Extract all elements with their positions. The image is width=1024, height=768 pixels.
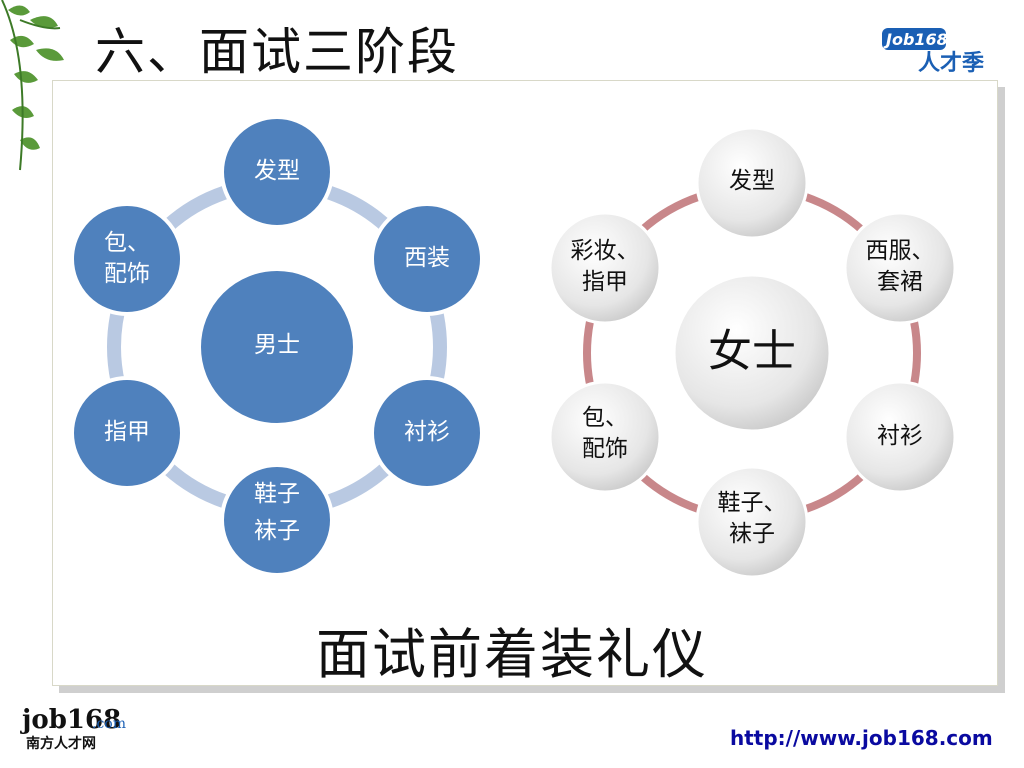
footer-logo-sub: 南方人才网: [26, 735, 96, 752]
men-node-shirt: [370, 376, 484, 490]
footer-logo-dotcom: .com: [92, 716, 126, 732]
men-node-nails: [70, 376, 184, 490]
women-center-node: [672, 273, 832, 433]
caption-attire-etiquette: 面试前着装礼仪: [316, 623, 708, 686]
job168-logo-icon: job168 .com 南方人才网: [20, 705, 126, 752]
women-label-0: 发型: [729, 168, 775, 194]
women-label-4: 包、 配饰: [582, 405, 628, 463]
men-center-label: 男士: [254, 332, 300, 358]
brand-logo-main: Job168: [883, 30, 948, 49]
women-node-shoes-socks: [695, 465, 809, 579]
women-label-2: 衬衫: [877, 423, 923, 449]
women-label-1: 西服、 套裙: [865, 238, 935, 296]
men-label-4: 指甲: [104, 419, 150, 445]
men-node-shoes-socks: [220, 463, 334, 577]
women-label-5: 彩妆、 指甲: [570, 238, 640, 296]
women-label-3: 鞋子、 袜子: [717, 490, 787, 548]
brand-logo-sub: 人才季: [918, 50, 984, 74]
men-label-3: 鞋子 袜子: [254, 481, 300, 544]
men-node-suit: [370, 202, 484, 316]
leaf-decoration-icon: [1, 0, 64, 171]
women-center-label: 女士: [708, 326, 796, 377]
women-node-shirt: [843, 380, 957, 494]
men-node-hair: [220, 115, 334, 229]
women-nodes: [548, 126, 957, 579]
women-node-makeup-nails: [548, 211, 662, 325]
men-label-2: 衬衫: [404, 419, 450, 445]
men-node-bag-accessories: [70, 202, 184, 316]
slide-title: 六、面试三阶段: [95, 23, 459, 81]
footer-url-link[interactable]: http://www.job168.com: [730, 726, 993, 750]
men-label-5: 包、 配饰: [104, 230, 150, 288]
job168-season-logo-icon: Job168 人才季: [882, 28, 984, 74]
women-node-suit-skirt: [843, 211, 957, 325]
men-label-0: 发型: [254, 158, 300, 184]
women-node-bag-accessories: [548, 380, 662, 494]
footer-logo-main: job168: [20, 705, 121, 735]
women-node-hair: [695, 126, 809, 240]
men-label-1: 西装: [404, 245, 450, 271]
men-nodes: [70, 115, 484, 577]
men-center-node: [197, 267, 357, 427]
